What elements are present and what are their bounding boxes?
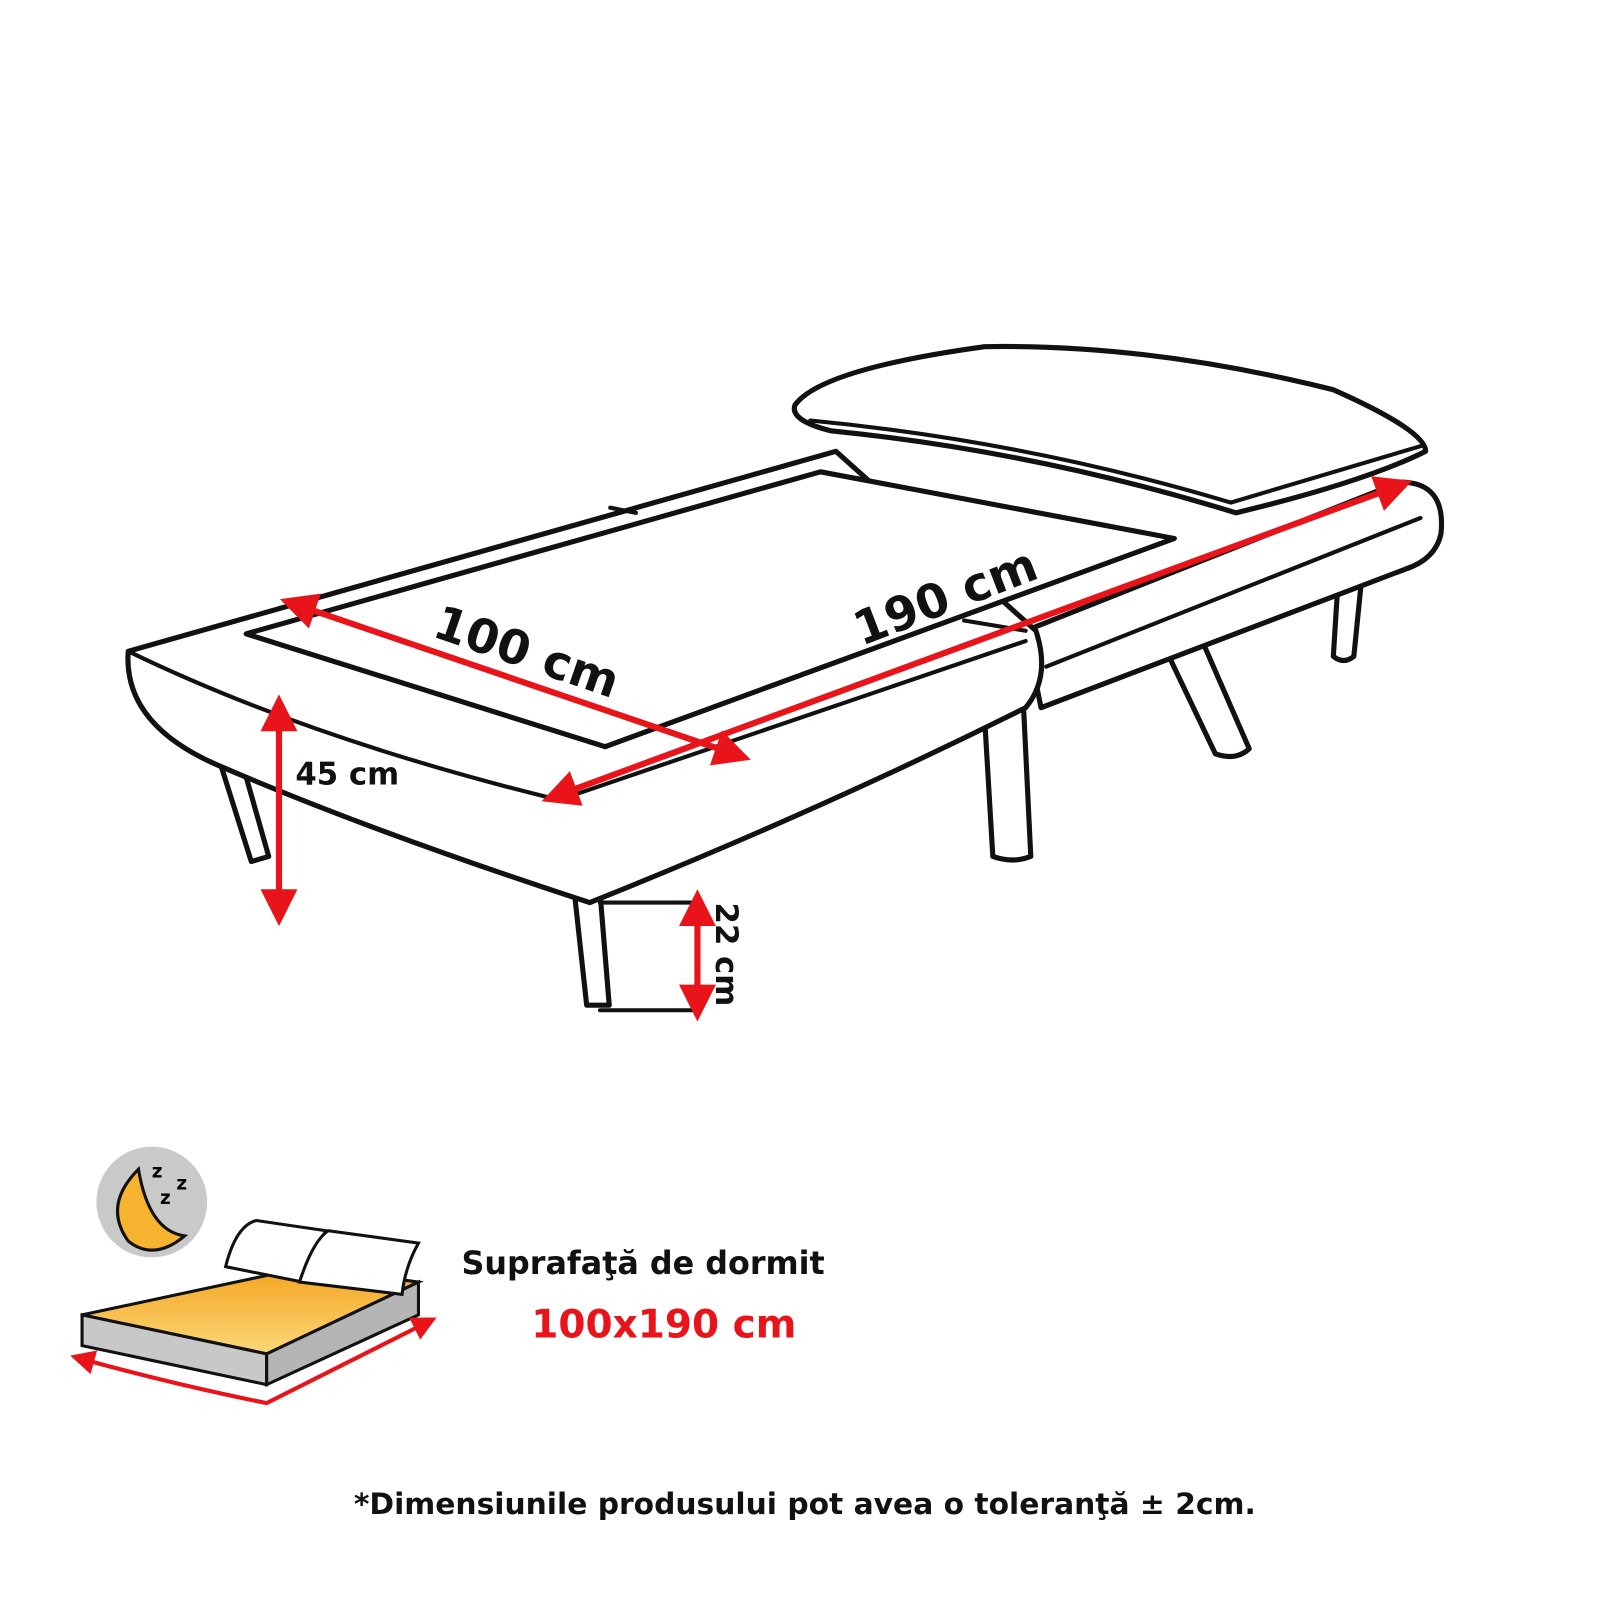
sleeping-surface-icon: z z z (70, 1146, 437, 1406)
leg-height-bracket (597, 900, 700, 1013)
leg-front-middle (571, 889, 612, 1008)
backrest-section (1023, 479, 1445, 711)
dimension-arrows (260, 476, 1413, 1022)
height-label: 45 cm (295, 757, 399, 793)
length-arrow (541, 476, 1413, 806)
sleeping-surface-label: Suprafaţă de dormit (462, 1245, 825, 1282)
zzz-icon: z (160, 1188, 171, 1209)
pillow-icon (297, 1229, 421, 1297)
moon-icon (116, 1166, 189, 1252)
leg-height-label: 22 cm (708, 903, 744, 1007)
surface-arrow-icon (70, 1317, 437, 1406)
tolerance-disclaimer: *Dimensiunile produsului pot avea o tole… (354, 1487, 1256, 1522)
zzz-icon: z (152, 1161, 163, 1182)
pillow (791, 343, 1429, 516)
leg-front-right (982, 705, 1034, 863)
zzz-icon: z (176, 1174, 187, 1195)
sleeping-surface-value: 100x190 cm (531, 1302, 796, 1347)
sofa-bed-drawing (125, 343, 1445, 1013)
